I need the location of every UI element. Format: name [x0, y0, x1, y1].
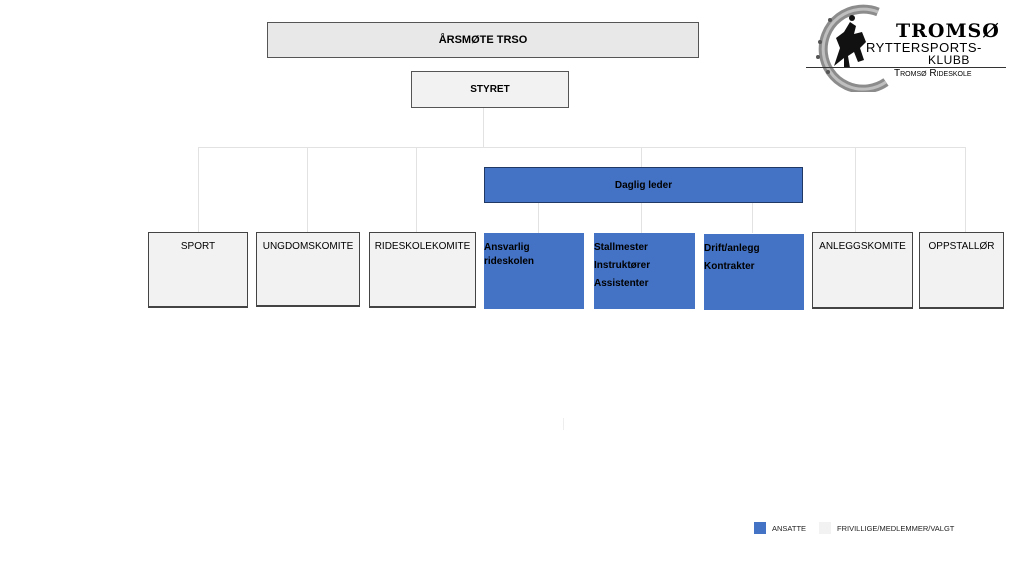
unit-drift-line-1: Drift/anlegg [704, 243, 760, 254]
daily-manager-label: Daglig leder [614, 179, 673, 191]
legend-volunteer-swatch [819, 522, 831, 534]
unit-rideskolekomite-label: RIDESKOLEKOMITE [374, 241, 471, 252]
annual-meeting-box: ÅRSMØTE TRSO [267, 22, 699, 58]
connector-ungdom [307, 147, 308, 232]
unit-stallmester: Stallmester Instruktører Assistenter [594, 233, 695, 309]
unit-anleggskomite-label: ANLEGGSKOMITE [819, 241, 906, 252]
connector-manager-mid [641, 203, 642, 233]
unit-drift-line-2: Kontrakter [704, 261, 755, 272]
connector-manager-right [752, 203, 753, 233]
logo-line-2: RYTTERSPORTS- [866, 40, 982, 55]
unit-stallmester-line-1: Stallmester [594, 242, 648, 253]
logo-line-4: Tromsø Rideskole [894, 68, 972, 79]
connector-manager [641, 147, 642, 167]
horseshoe-rider-icon [816, 4, 889, 92]
daily-manager-box: Daglig leder [484, 167, 803, 203]
board-box: STYRET [411, 71, 569, 108]
logo-line-3: KLUBB [928, 53, 970, 67]
legend-staff-swatch [754, 522, 766, 534]
legend-staff-label: ANSATTE [772, 524, 807, 533]
board-label: STYRET [470, 84, 510, 95]
unit-stallmester-line-3: Assistenter [594, 278, 649, 289]
annual-meeting-label: ÅRSMØTE TRSO [438, 34, 528, 46]
connector-horizontal-bus [198, 147, 966, 148]
unit-sport-label: SPORT [180, 241, 216, 252]
unit-rideskolekomite: RIDESKOLEKOMITE [369, 232, 476, 308]
unit-ansvarlig-rideskolen: Ansvarlig rideskolen [484, 233, 584, 309]
connector-sport [198, 147, 199, 232]
unit-oppstallor-label: OPPSTALLØR [928, 241, 995, 252]
faint-mark [563, 418, 564, 430]
logo-divider [806, 67, 1006, 68]
unit-ungdomskomite: UNGDOMSKOMITE [256, 232, 360, 307]
connector-oppstallor [965, 147, 966, 232]
connector-rideskole-komite [416, 147, 417, 232]
unit-ungdomskomite-label: UNGDOMSKOMITE [262, 241, 354, 252]
logo-line-1: TROMSØ [896, 20, 1000, 42]
unit-stallmester-line-2: Instruktører [594, 260, 651, 271]
connector-board-down [483, 108, 484, 148]
connector-anlegg [855, 147, 856, 232]
connector-manager-left [538, 203, 539, 233]
unit-oppstallor: OPPSTALLØR [919, 232, 1004, 309]
unit-sport: SPORT [148, 232, 248, 308]
unit-ansvarlig-line-2: rideskolen [484, 256, 535, 267]
unit-anleggskomite: ANLEGGSKOMITE [812, 232, 913, 309]
unit-drift-anlegg: Drift/anlegg Kontrakter [704, 234, 804, 310]
legend-volunteer-label: FRIVILLIGE/MEDLEMMER/VALGT [837, 524, 955, 533]
unit-ansvarlig-line-1: Ansvarlig [484, 242, 530, 253]
club-logo: TROMSØ RYTTERSPORTS- KLUBB Tromsø Ridesk… [806, 2, 1010, 92]
